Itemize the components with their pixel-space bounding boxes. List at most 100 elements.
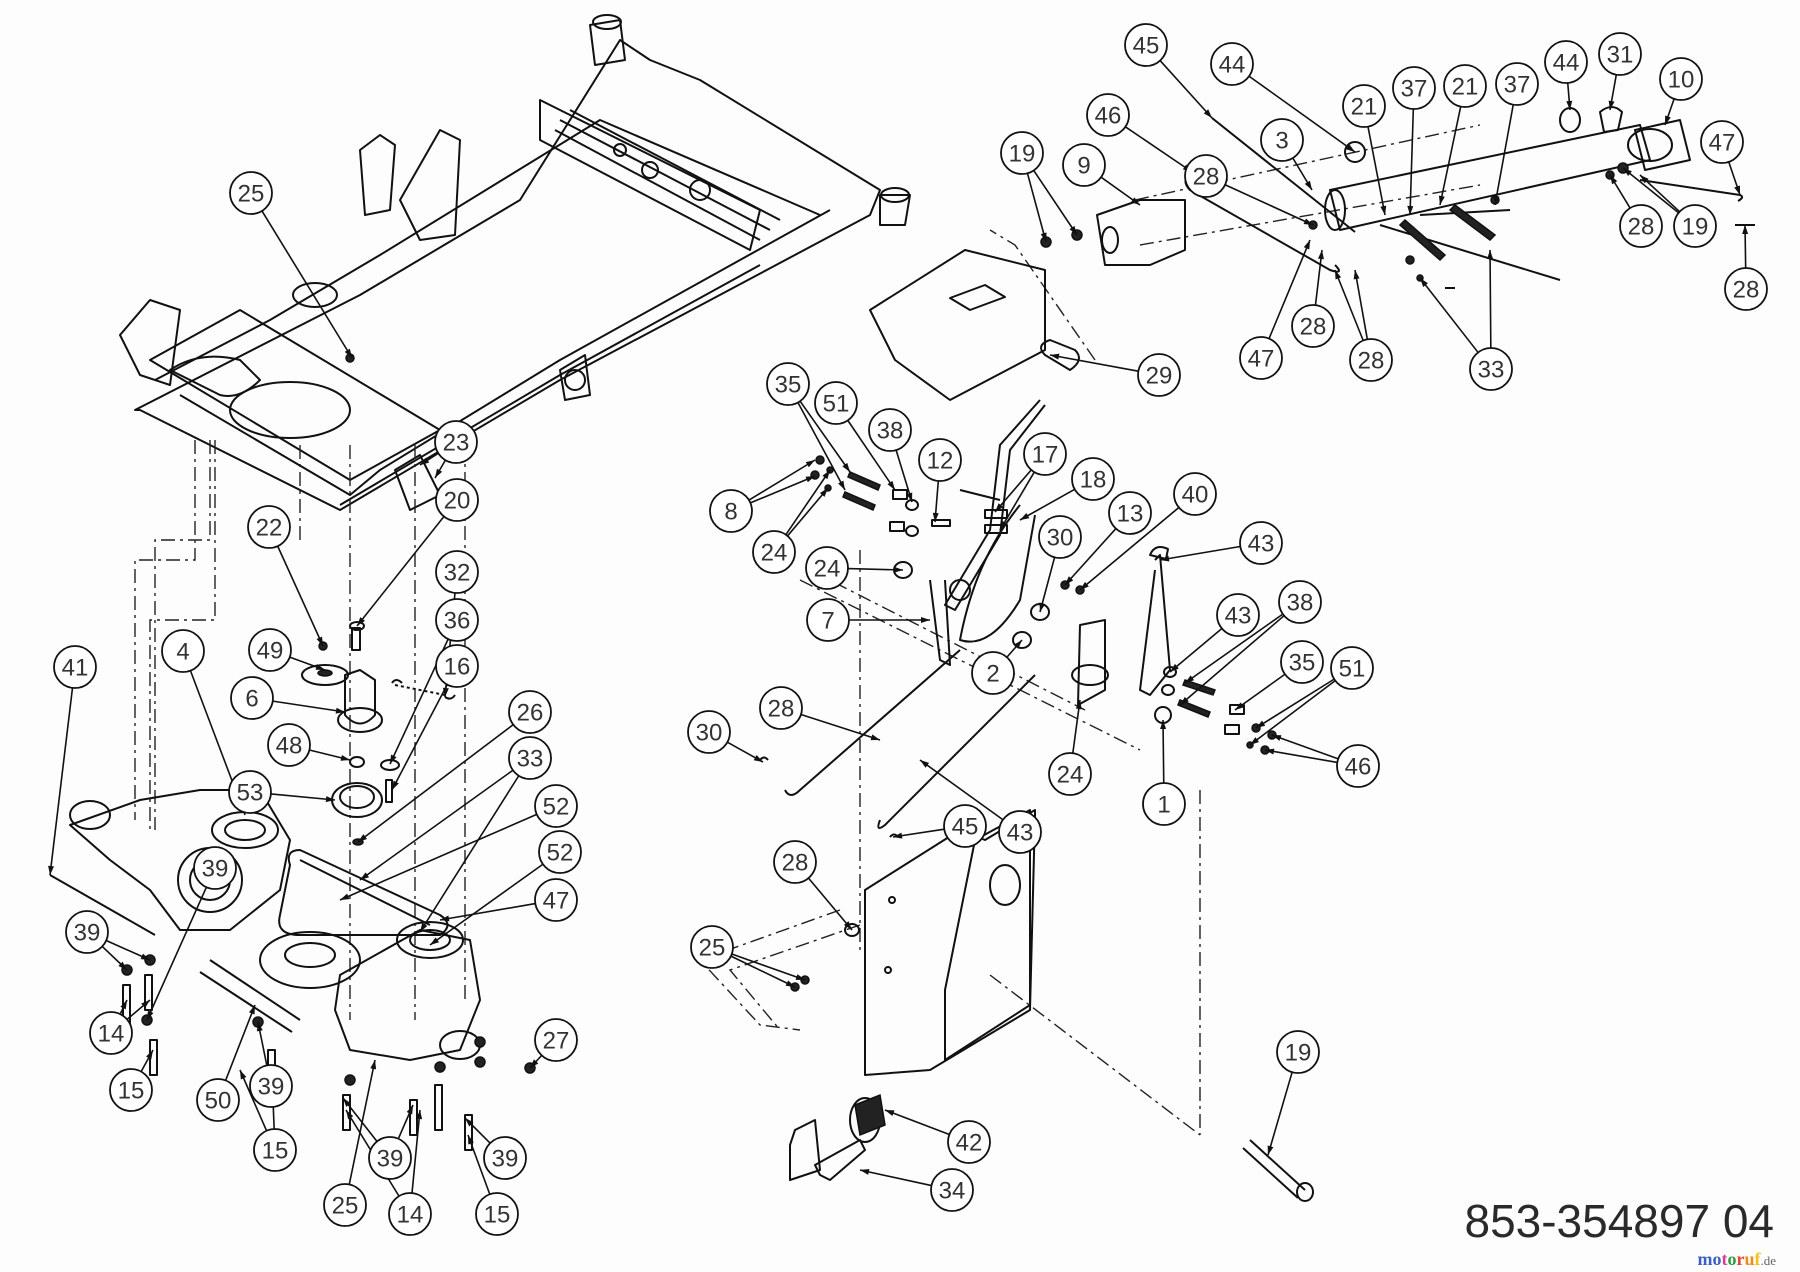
callout-balloon-40[interactable]: 40 — [1173, 472, 1217, 516]
callout-balloon-45[interactable]: 45 — [943, 804, 987, 848]
callout-balloon-38[interactable]: 38 — [1278, 580, 1322, 624]
callout-balloon-36[interactable]: 36 — [435, 598, 479, 642]
callout-balloon-1[interactable]: 1 — [1142, 782, 1186, 826]
callout-circle — [230, 676, 274, 720]
callout-balloon-26[interactable]: 26 — [508, 690, 552, 734]
callout-arrowhead — [842, 462, 850, 472]
callout-balloon-15[interactable]: 15 — [109, 1068, 153, 1112]
callout-balloon-7[interactable]: 7 — [806, 598, 850, 642]
callout-balloon-28[interactable]: 28 — [1184, 154, 1228, 198]
callout-balloon-44[interactable]: 44 — [1210, 42, 1254, 86]
callout-balloon-21[interactable]: 21 — [1342, 84, 1386, 128]
callout-leader-line — [895, 449, 913, 503]
callout-balloon-27[interactable]: 27 — [534, 1018, 578, 1062]
callout-balloon-47[interactable]: 47 — [1700, 120, 1744, 164]
callout-arrowhead — [406, 1105, 413, 1115]
callout-balloon-3[interactable]: 3 — [1260, 118, 1304, 162]
callout-balloon-19[interactable]: 19 — [1276, 1030, 1320, 1074]
callout-balloon-43[interactable]: 43 — [1216, 593, 1260, 637]
callout-balloon-13[interactable]: 13 — [1108, 491, 1152, 535]
callout-balloon-48[interactable]: 48 — [267, 723, 311, 767]
callout-balloon-15[interactable]: 15 — [475, 1192, 519, 1236]
callout-balloon-8[interactable]: 8 — [709, 489, 753, 533]
callout-balloon-28[interactable]: 28 — [1619, 204, 1663, 248]
callout-balloon-44[interactable]: 44 — [1544, 40, 1588, 84]
callout-balloon-15[interactable]: 15 — [253, 1128, 297, 1172]
callout-balloon-33[interactable]: 33 — [1469, 347, 1513, 391]
callout-balloon-50[interactable]: 50 — [196, 1078, 240, 1122]
callout-balloon-51[interactable]: 51 — [1330, 646, 1374, 690]
callout-balloon-39[interactable]: 39 — [483, 1136, 527, 1180]
callout-balloon-34[interactable]: 34 — [930, 1168, 974, 1212]
callout-balloon-24[interactable]: 24 — [805, 546, 849, 590]
callout-balloon-43[interactable]: 43 — [998, 810, 1042, 854]
callout-balloon-4[interactable]: 4 — [161, 629, 205, 673]
callout-balloon-37[interactable]: 37 — [1495, 62, 1539, 106]
callout-balloon-52[interactable]: 52 — [538, 830, 582, 874]
callout-arrowhead — [785, 980, 795, 987]
callout-balloon-39[interactable]: 39 — [193, 846, 237, 890]
callout-balloon-33[interactable]: 33 — [508, 736, 552, 780]
callout-balloon-35[interactable]: 35 — [766, 362, 810, 406]
callout-balloon-47[interactable]: 47 — [534, 878, 578, 922]
callout-balloon-46[interactable]: 46 — [1086, 93, 1130, 137]
callout-number: 39 — [258, 1074, 285, 1101]
callout-circle — [248, 628, 292, 672]
callout-balloon-46[interactable]: 46 — [1336, 744, 1380, 788]
callout-balloon-23[interactable]: 23 — [434, 420, 478, 464]
callout-balloon-29[interactable]: 29 — [1137, 353, 1181, 397]
callout-arrowhead — [1130, 197, 1140, 205]
callout-balloon-25[interactable]: 25 — [229, 171, 273, 215]
callout-circle — [1291, 304, 1335, 348]
callout-balloon-20[interactable]: 20 — [435, 478, 479, 522]
callout-balloon-28[interactable]: 28 — [1349, 338, 1393, 382]
callout-balloon-39[interactable]: 39 — [249, 1064, 293, 1108]
callout-balloon-22[interactable]: 22 — [247, 505, 291, 549]
callout-number: 30 — [1047, 525, 1074, 552]
callout-balloon-30[interactable]: 30 — [687, 710, 731, 754]
callout-number: 14 — [98, 1021, 125, 1048]
callout-balloon-42[interactable]: 42 — [947, 1120, 991, 1164]
callout-balloon-25[interactable]: 25 — [323, 1183, 367, 1227]
callout-balloon-28[interactable]: 28 — [773, 840, 817, 884]
callout-balloon-51[interactable]: 51 — [814, 381, 858, 425]
callout-balloon-21[interactable]: 21 — [1443, 64, 1487, 108]
callout-balloon-14[interactable]: 14 — [89, 1011, 133, 1055]
callout-balloon-28[interactable]: 28 — [1724, 267, 1768, 311]
callout-balloon-24[interactable]: 24 — [1048, 752, 1092, 796]
callout-balloon-37[interactable]: 37 — [1392, 66, 1436, 110]
callout-balloon-14[interactable]: 14 — [388, 1192, 432, 1236]
callout-balloon-47[interactable]: 47 — [1239, 336, 1283, 380]
callout-balloon-49[interactable]: 49 — [248, 628, 292, 672]
callout-balloon-25[interactable]: 25 — [690, 925, 734, 969]
callout-leader-line — [339, 813, 538, 901]
callout-balloon-32[interactable]: 32 — [435, 550, 479, 594]
callout-balloon-30[interactable]: 30 — [1038, 515, 1082, 559]
callout-balloon-38[interactable]: 38 — [868, 408, 912, 452]
callout-balloon-39[interactable]: 39 — [368, 1136, 412, 1180]
callout-circle — [1700, 120, 1744, 164]
callout-balloon-45[interactable]: 45 — [1124, 23, 1168, 67]
callout-balloon-39[interactable]: 39 — [65, 910, 109, 954]
callout-balloon-17[interactable]: 17 — [1023, 432, 1067, 476]
callout-balloon-24[interactable]: 24 — [752, 530, 796, 574]
callout-balloon-41[interactable]: 41 — [53, 645, 97, 689]
callout-circle — [998, 810, 1042, 854]
callout-balloon-31[interactable]: 31 — [1598, 32, 1642, 76]
callout-balloon-19[interactable]: 19 — [1000, 131, 1044, 175]
callout-balloon-6[interactable]: 6 — [230, 676, 274, 720]
callout-circle — [483, 1136, 527, 1180]
callout-balloon-28[interactable]: 28 — [759, 686, 803, 730]
callout-balloon-12[interactable]: 12 — [918, 438, 962, 482]
callout-balloon-10[interactable]: 10 — [1659, 57, 1703, 101]
callout-balloon-2[interactable]: 2 — [971, 651, 1015, 695]
callout-balloon-18[interactable]: 18 — [1071, 457, 1115, 501]
callout-balloon-43[interactable]: 43 — [1239, 521, 1283, 565]
callout-balloon-35[interactable]: 35 — [1280, 640, 1324, 684]
callout-balloon-16[interactable]: 16 — [435, 644, 479, 688]
callout-balloon-19[interactable]: 19 — [1673, 204, 1717, 248]
callout-balloon-52[interactable]: 52 — [534, 784, 578, 828]
callout-balloon-53[interactable]: 53 — [228, 770, 272, 814]
callout-balloon-9[interactable]: 9 — [1062, 143, 1106, 187]
callout-balloon-28[interactable]: 28 — [1291, 304, 1335, 348]
